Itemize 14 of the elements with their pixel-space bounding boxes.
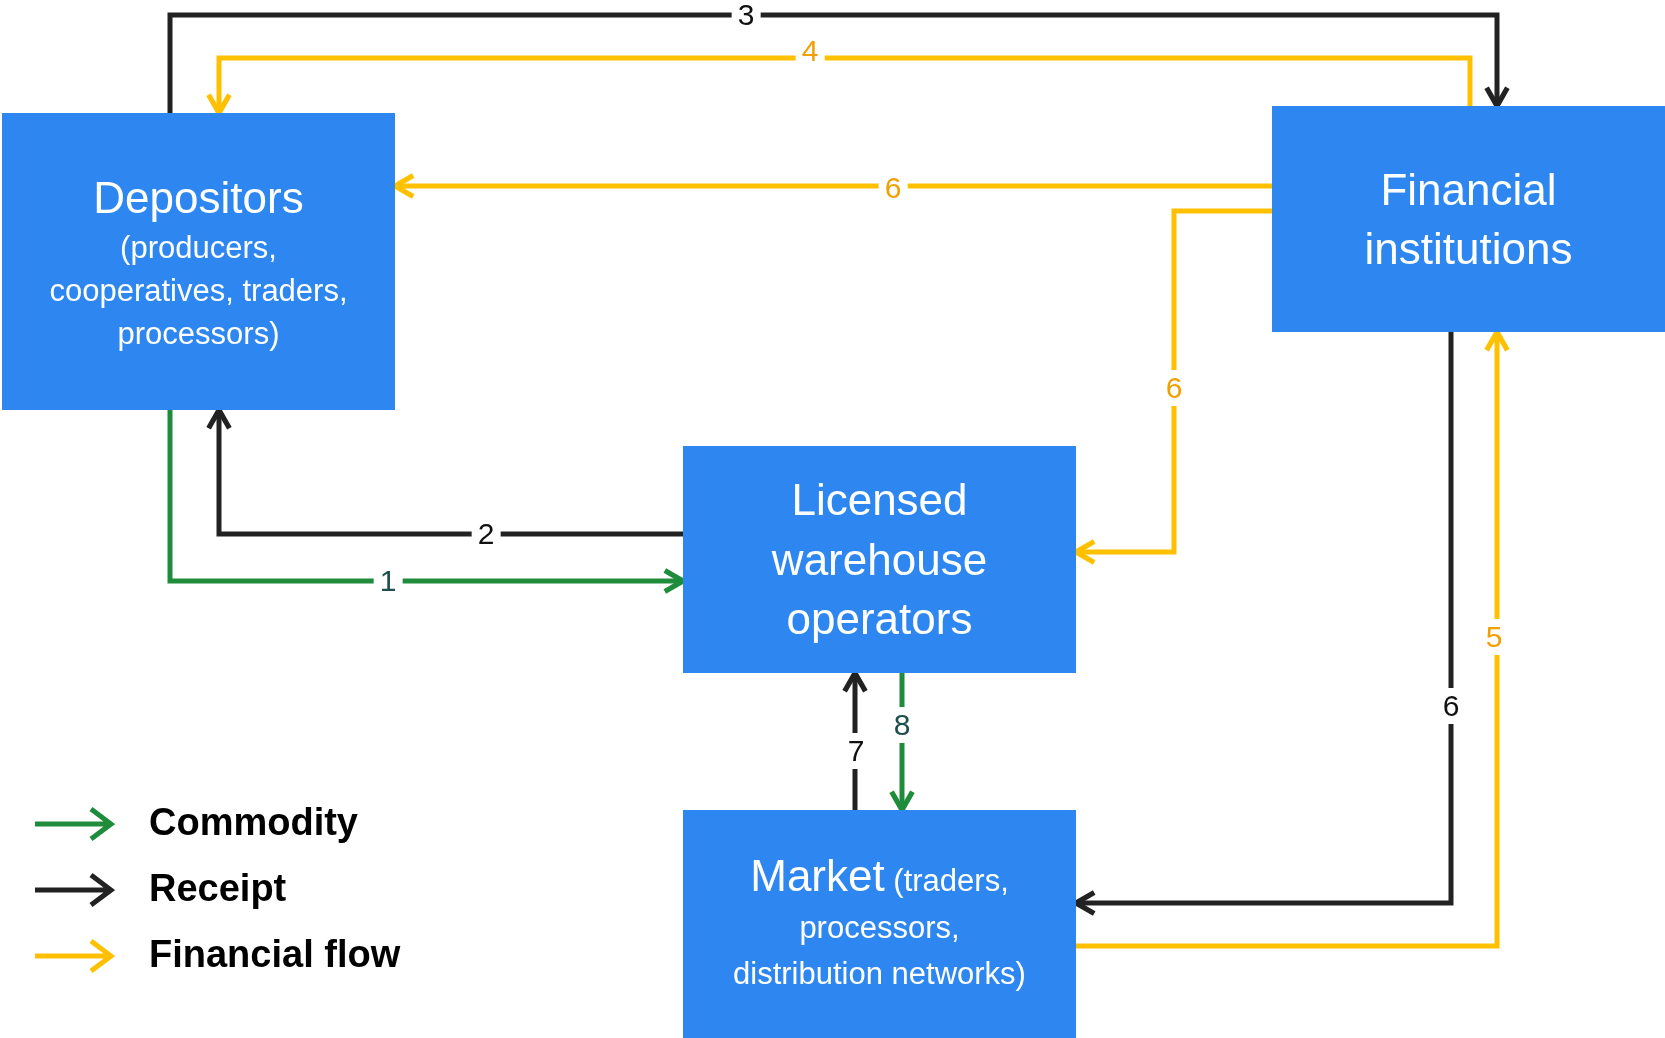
legend-label: Receipt (149, 867, 287, 910)
entity-box (683, 446, 1076, 673)
arrow (206, 55, 1473, 116)
entity-box (683, 810, 1076, 1038)
legend-label: Commodity (149, 801, 358, 844)
arrow (167, 12, 1510, 113)
legend-label: Financial flow (149, 933, 401, 976)
box-text: Market (traders, processors, distribution networks) (732, 850, 1027, 994)
box-title: Depositors (93, 171, 304, 224)
entity-box (2, 113, 395, 410)
box-title: Financial institutions (1363, 163, 1574, 275)
entity-box (1272, 106, 1665, 332)
box-subtitle: (producers, cooperatives, traders, processors) (48, 229, 349, 353)
box-title: Licensed warehouse operators (770, 474, 989, 646)
